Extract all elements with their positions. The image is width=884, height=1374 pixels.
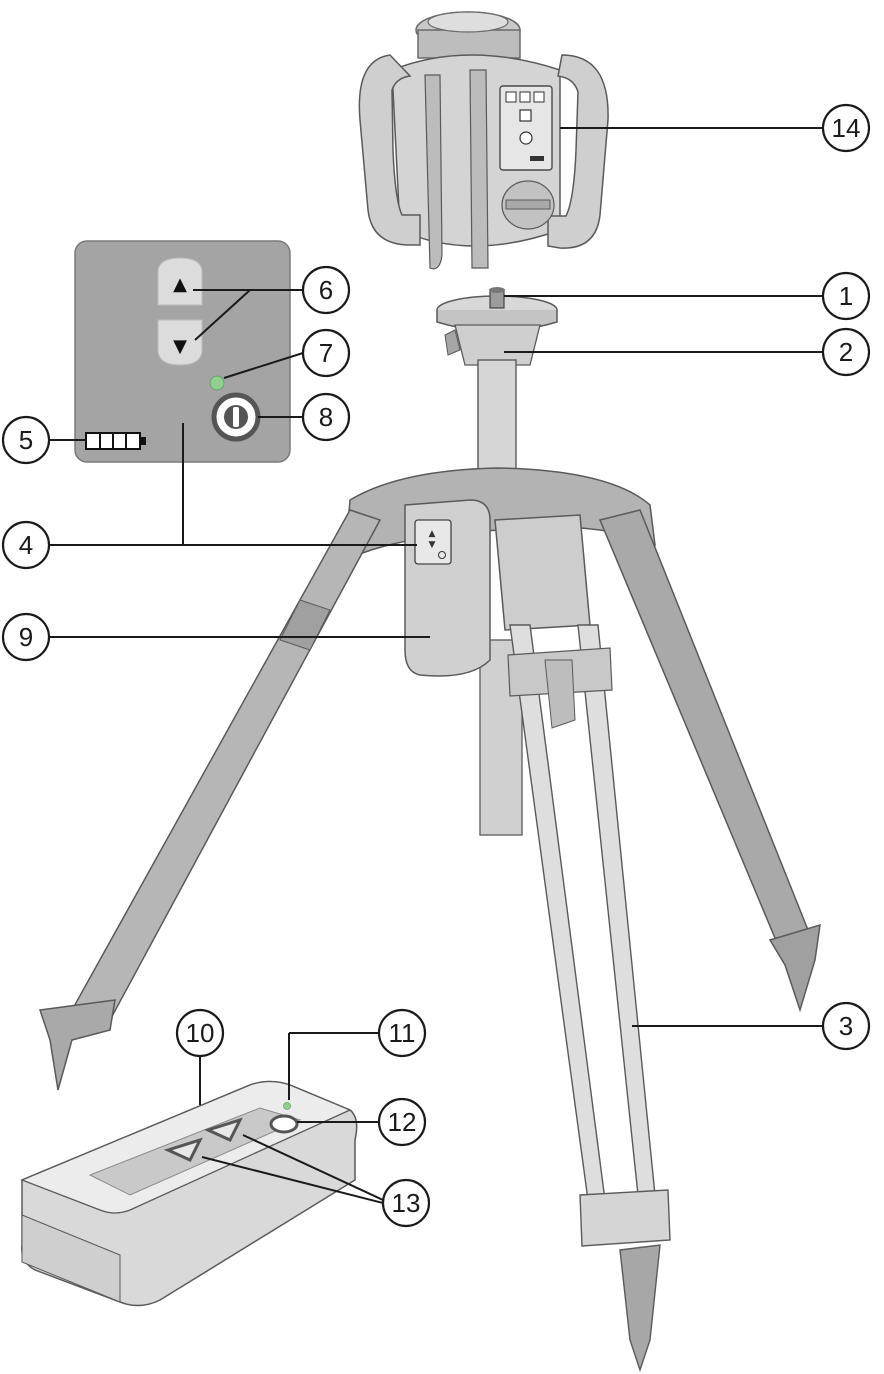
- callout-12: 12: [377, 1097, 427, 1147]
- callout-11: 11: [377, 1008, 427, 1058]
- callout-label-10: 10: [186, 1018, 215, 1048]
- down-arrow-icon: ▼: [173, 336, 187, 357]
- callout-5: 5: [1, 415, 51, 465]
- callout-13: 13: [381, 1178, 431, 1228]
- power-icon: [224, 405, 248, 429]
- remote-control: [20, 1080, 358, 1307]
- status-led: [209, 375, 225, 391]
- callout-6: 6: [301, 265, 351, 315]
- up-button: [157, 257, 203, 306]
- battery-icon: [85, 432, 146, 450]
- svg-text:▲: ▲: [429, 529, 436, 539]
- callout-label-13: 13: [392, 1188, 421, 1218]
- callout-label-2: 2: [839, 337, 853, 367]
- callout-9: 9: [1, 612, 51, 662]
- callout-label-9: 9: [19, 622, 33, 652]
- callout-2: 2: [821, 327, 871, 377]
- callout-4: 4: [1, 520, 51, 570]
- callout-label-1: 1: [839, 281, 853, 311]
- tripod: ▲ ▼: [39, 287, 821, 1373]
- callout-label-4: 4: [19, 530, 33, 560]
- down-button: [157, 319, 203, 366]
- callout-10: 10: [175, 1008, 225, 1058]
- callout-1: 1: [821, 271, 871, 321]
- callout-label-3: 3: [839, 1011, 853, 1041]
- up-arrow-icon: ▲: [173, 274, 187, 295]
- callout-8: 8: [301, 392, 351, 442]
- callout-label-7: 7: [319, 338, 333, 368]
- callout-label-14: 14: [832, 113, 861, 143]
- callout-label-8: 8: [319, 402, 333, 432]
- rotating-laser: [358, 11, 609, 270]
- callout-3: 3: [821, 1001, 871, 1051]
- callout-label-12: 12: [388, 1107, 417, 1137]
- callout-label-5: 5: [19, 425, 33, 455]
- callout-7: 7: [301, 328, 351, 378]
- leader-lines: [48, 127, 822, 1204]
- callout-label-11: 11: [389, 1018, 416, 1048]
- callout-label-6: 6: [319, 275, 333, 305]
- callout-14: 14: [821, 103, 871, 153]
- svg-text:▼: ▼: [429, 540, 436, 550]
